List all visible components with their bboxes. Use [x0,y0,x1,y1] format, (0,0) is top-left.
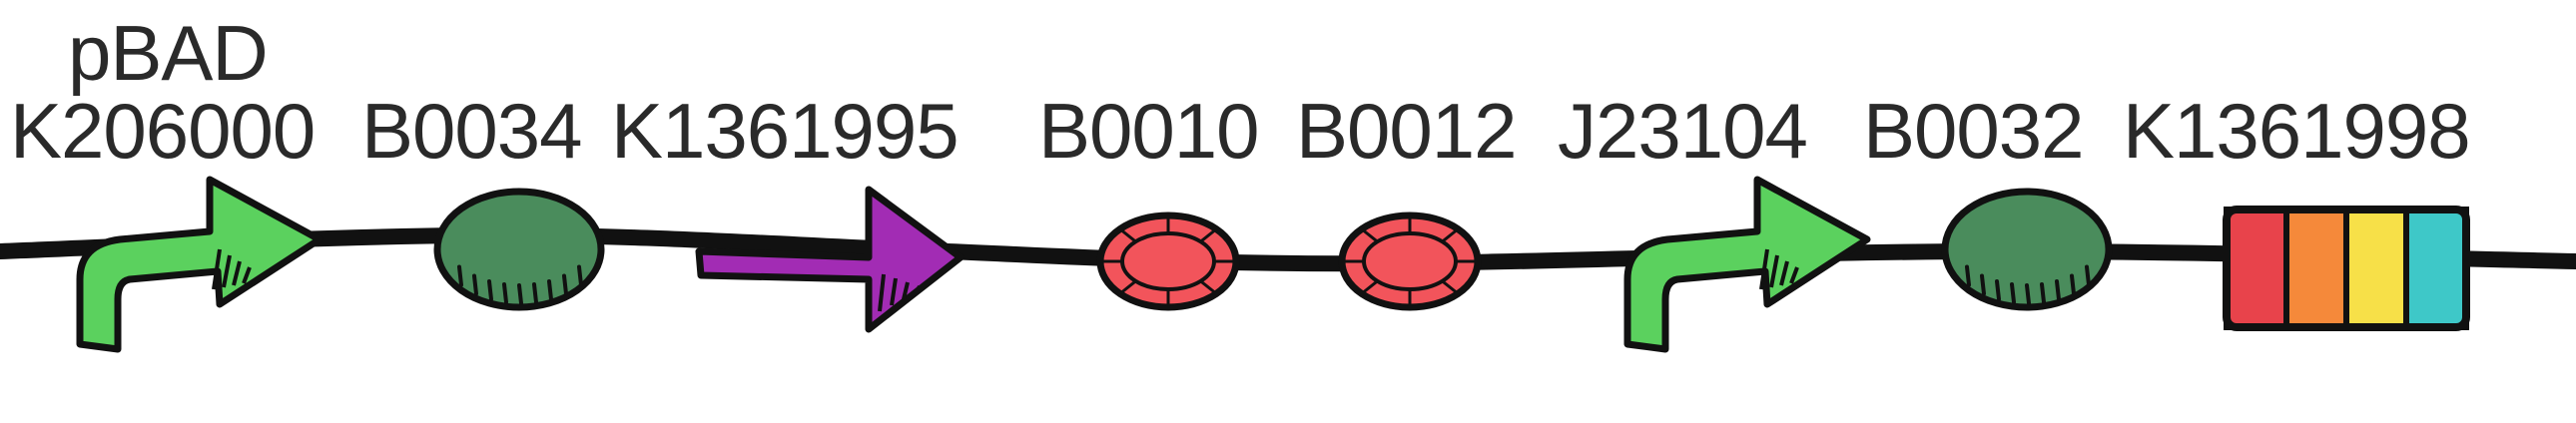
part-label-b0032: B0032 [1863,87,2085,175]
promoter-hatch-mark [222,254,232,288]
rbs-oval-shape [433,188,605,311]
rbs-tick-mark [517,283,523,305]
rbs-tick-mark [1980,273,1986,296]
cds-hatch-mark [902,281,910,300]
promoter-hatch-mark [212,248,222,290]
reporter-block-outline [2223,206,2470,331]
terminator-facet-line [1441,279,1458,294]
part-label-j23104: J23104 [1558,87,1808,175]
terminator-facet-line [1120,279,1137,294]
terminator-facet-line [1120,228,1137,243]
rbs-tick-mark [2070,273,2076,296]
construct-title: pBAD [68,9,269,97]
promoter-arrow-shape [1623,176,1871,353]
terminator-outer-shape [1096,212,1240,311]
cds-hatch-mark [914,285,922,294]
rbs-tick-mark [502,282,508,305]
rbs-tick-mark [2025,283,2031,305]
terminator-facet-line [1441,228,1458,243]
rbs-tick-mark [577,264,583,287]
part-label-k206000: K206000 [10,87,316,175]
rbs-tick-mark [457,264,463,287]
rbs-tick-mark [532,282,538,305]
rbs-glyph-1 [433,188,605,311]
rbs-tick-mark [562,273,568,296]
part-label-k1361995: K1361995 [611,87,960,175]
rbs-oval-shape [1941,188,2113,311]
reporter-block-glyph-7 [2223,206,2470,331]
promoter-hatch-mark [242,266,252,284]
rbs-tick-mark [2010,282,2016,305]
rbs-tick-mark [487,278,493,301]
rbs-glyph-6 [1941,188,2113,311]
reporter-block-stripe [2403,207,2469,330]
rbs-tick-mark [472,273,478,296]
promoter-glyph-0 [76,176,323,353]
rbs-tick-mark [2055,278,2061,301]
part-label-b0010: B0010 [1038,87,1260,175]
rbs-tick-mark [547,278,553,301]
dna-backbone-layer [0,226,2576,272]
cds-hatch-mark [890,277,898,306]
rbs-tick-mark [1965,264,1971,287]
rbs-tick-mark [1995,278,2001,301]
promoter-hatch-mark [1789,266,1799,284]
terminator-outer-shape [1338,212,1482,311]
terminator-facet-line [1199,279,1216,294]
dna-backbone-line [0,226,2576,272]
promoter-arrow-shape [76,176,323,353]
part-label-k1361998: K1361998 [2123,87,2471,175]
reporter-block-stripe [2224,207,2289,330]
promoter-hatch-mark [232,260,242,286]
reporter-block-stripe [2343,207,2409,330]
terminator-facet-line [1199,228,1216,243]
promoter-hatch-mark [1779,260,1789,286]
promoter-hatch-mark [1759,248,1769,290]
rbs-tick-mark [2040,282,2046,305]
reporter-block-stripe [2283,207,2349,330]
promoter-glyph-5 [1623,176,1871,353]
promoter-hatch-mark [1769,254,1779,288]
terminator-glyph-4 [1338,212,1482,311]
part-label-b0012: B0012 [1296,87,1518,175]
terminator-facet-line [1362,279,1379,294]
rbs-tick-mark [2085,264,2091,287]
cds-glyph-2 [695,186,965,333]
cds-arrow-shape [695,186,965,333]
cds-hatch-mark [878,273,886,312]
part-label-b0034: B0034 [361,87,583,175]
terminator-glyph-3 [1096,212,1240,311]
terminator-facet-line [1362,228,1379,243]
parts-layer [76,176,2470,353]
